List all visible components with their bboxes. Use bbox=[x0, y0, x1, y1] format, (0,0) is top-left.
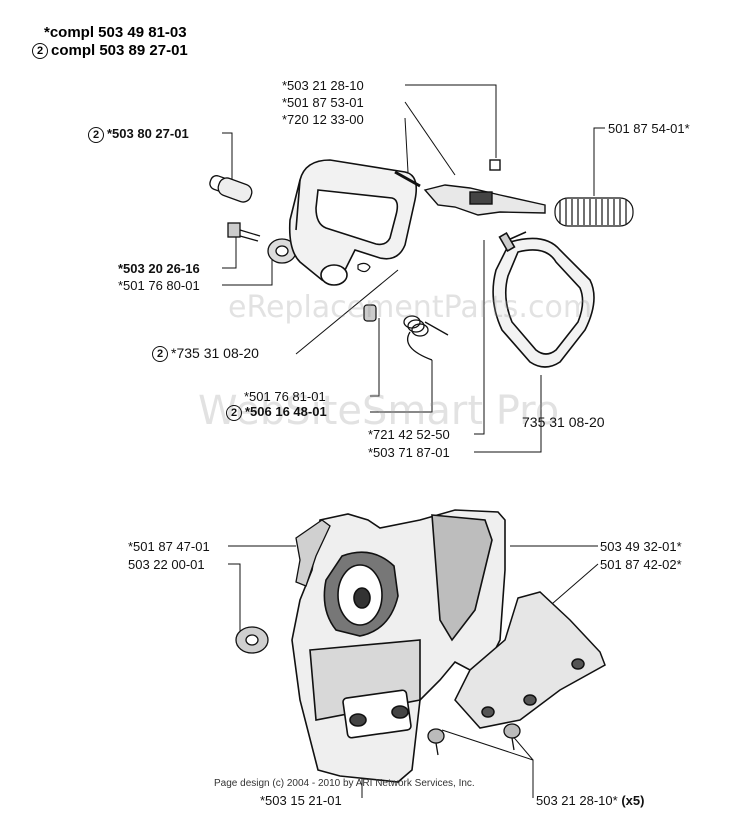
leader-503-20-26-16 bbox=[222, 235, 237, 269]
label-501-87-47-01: *501 87 47-01 bbox=[128, 539, 210, 554]
sprocket-cover-part bbox=[291, 509, 506, 783]
label-735-31-08-20-b: 735 31 08-20 bbox=[522, 414, 605, 430]
small-pin-part bbox=[357, 262, 377, 322]
label-503-80-27-01-text: *503 80 27-01 bbox=[107, 126, 189, 141]
leader-503-71-87-01 bbox=[474, 375, 542, 453]
bushing-part bbox=[209, 175, 253, 203]
screw-right-part bbox=[503, 723, 521, 751]
watermark-primary: eReplacementParts.com bbox=[228, 290, 593, 325]
watermark-secondary: WebSiteSmart Pro bbox=[198, 388, 560, 434]
label-506-16-48-01-text: *506 16 48-01 bbox=[245, 404, 327, 419]
leader-501-87-54-01 bbox=[593, 127, 605, 196]
label-721-42-52-50: *721 42 52-50 bbox=[368, 427, 450, 442]
leader-501-87-53-01 bbox=[404, 101, 456, 176]
label-503-15-21-01: *503 15 21-01 bbox=[260, 793, 342, 808]
label-506-16-48-01: 2*506 16 48-01 bbox=[226, 404, 327, 421]
label-503-71-87-01: *503 71 87-01 bbox=[368, 445, 450, 460]
leader-720-12-33-00 bbox=[404, 117, 409, 173]
label-501-87-53-01: *501 87 53-01 bbox=[282, 95, 364, 110]
label-501-87-42-02: 501 87 42-02* bbox=[600, 557, 682, 572]
brake-band-part bbox=[492, 231, 595, 368]
leader-501-87-42-02 bbox=[544, 563, 599, 611]
footer-credit: Page design (c) 2004 - 2010 by ARI Netwo… bbox=[214, 778, 475, 789]
flange-nut-part bbox=[235, 626, 269, 654]
kit-marker-circle: 2 bbox=[226, 404, 242, 421]
label-720-12-33-00: *720 12 33-00 bbox=[282, 112, 364, 127]
leader-506-16-48-01 bbox=[370, 360, 433, 413]
label-503-20-26-16: *503 20 26-16 bbox=[118, 261, 200, 276]
leader-503-80-27-01 bbox=[222, 132, 233, 180]
label-735-31-08-20-a: 2*735 31 08-20 bbox=[152, 345, 259, 363]
label-503-21-28-10-x5: 503 21 28-10* (x5) bbox=[536, 793, 644, 808]
label-501-76-81-01: *501 76 81-01 bbox=[244, 389, 326, 404]
leader-503-21-28-10 bbox=[405, 84, 497, 158]
chain-catcher-part bbox=[295, 519, 331, 587]
label-503-21-28-10: *503 21 28-10 bbox=[282, 78, 364, 93]
kit-marker-circle: 2 bbox=[32, 43, 48, 60]
side-plate-part bbox=[454, 591, 606, 729]
label-503-80-27-01: 2*503 80 27-01 bbox=[88, 126, 189, 143]
leader-501-76-80-01 bbox=[222, 252, 273, 286]
handle-guard-part bbox=[288, 159, 418, 286]
leader-503-22-00-01 bbox=[228, 563, 241, 632]
kit-marker-circle: 2 bbox=[152, 346, 168, 363]
label-503-21-28-10-x5-text: 503 21 28-10* bbox=[536, 793, 618, 808]
brake-lever-part bbox=[394, 159, 546, 216]
label-503-49-32-01: 503 49 32-01* bbox=[600, 539, 682, 554]
label-735-31-08-20-a-text: *735 31 08-20 bbox=[171, 345, 259, 361]
label-501-87-54-01: 501 87 54-01* bbox=[608, 121, 690, 136]
bolt-part bbox=[227, 222, 261, 242]
header-line-1: *compl 503 49 81-03 bbox=[44, 24, 187, 41]
leader-501-76-81-01 bbox=[370, 318, 380, 397]
coil-spring-part bbox=[554, 197, 634, 227]
label-503-22-00-01: 503 22 00-01 bbox=[128, 557, 205, 572]
kit-marker-circle: 2 bbox=[88, 126, 104, 143]
leader-721-42-52-50 bbox=[474, 240, 485, 435]
screw-left-part bbox=[427, 728, 445, 756]
label-501-76-80-01: *501 76 80-01 bbox=[118, 278, 200, 293]
header-line-2-text: compl 503 89 27-01 bbox=[51, 42, 188, 59]
torsion-spring-part bbox=[403, 315, 449, 361]
quantity-x5-badge: (x5) bbox=[621, 793, 645, 808]
leader-735-31-08-20-a bbox=[295, 269, 399, 355]
